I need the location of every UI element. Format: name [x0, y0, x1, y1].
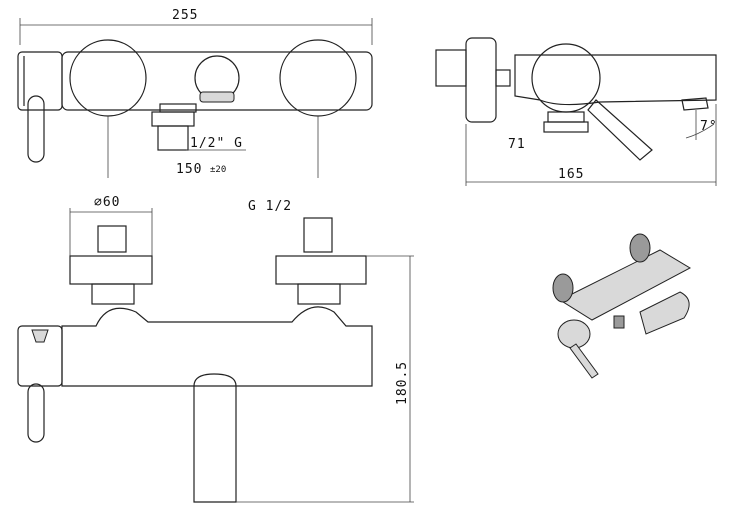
lever-handle-top: [27, 95, 45, 163]
dim-center-distance: 150: [176, 162, 202, 177]
side-connector: [435, 49, 467, 87]
lever-housing-top: [17, 51, 63, 111]
dim-flange-diameter: ⌀60: [94, 195, 120, 210]
iso-connection-left: [552, 273, 574, 303]
lever-handle-front: [27, 383, 45, 443]
iso-spout: [639, 291, 690, 335]
side-view: 7° 71 165: [435, 37, 718, 186]
iso-body: [558, 249, 692, 321]
top-view: 255 1/2" G 150 ±20: [17, 8, 373, 178]
flange-left: [69, 255, 153, 285]
dim-depth-to-wall: 71: [508, 137, 526, 152]
side-lever: [587, 99, 653, 161]
spout-front: [193, 373, 237, 503]
dim-side-depth: 165: [558, 167, 584, 182]
iso-lever: [569, 343, 599, 379]
spout-outlet: [681, 97, 709, 111]
dim-height: 180.5: [395, 361, 410, 405]
iso-connection-right: [629, 233, 651, 263]
lever-housing-front: [17, 325, 63, 387]
iso-cartridge: [557, 319, 591, 349]
mixer-body-front: [61, 306, 373, 387]
thread-label-top: 1/2" G: [190, 136, 243, 151]
side-cartridge: [531, 43, 601, 113]
dim-tolerance: ±20: [210, 165, 226, 175]
isometric-view: [552, 233, 692, 379]
dim-spout-angle: 7°: [700, 119, 718, 134]
side-flange: [465, 37, 497, 123]
thread-label-front: G 1/2: [248, 199, 292, 214]
dim-overall-width: 255: [172, 8, 198, 23]
outlet-nut: [159, 103, 197, 113]
front-view: ⌀60 G 1/2 180.5: [17, 195, 414, 503]
side-body: [514, 54, 717, 106]
flange-right: [275, 255, 367, 285]
